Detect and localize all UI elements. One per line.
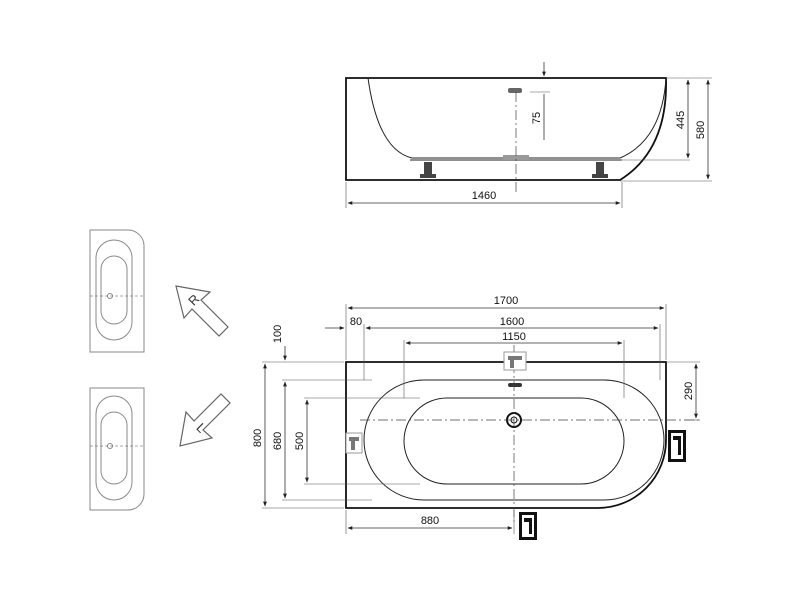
dim-680: 680 bbox=[272, 432, 284, 450]
dim-800: 800 bbox=[252, 429, 264, 447]
dim-580: 580 bbox=[695, 121, 707, 139]
top-view-rim bbox=[345, 361, 667, 509]
overflow-icon bbox=[508, 383, 522, 387]
dim-290: 290 bbox=[683, 382, 695, 400]
dim-100: 100 bbox=[272, 325, 284, 343]
dim-1700: 1700 bbox=[494, 295, 518, 307]
dim-75: 75 bbox=[531, 112, 543, 124]
dim-500: 500 bbox=[294, 432, 306, 450]
top-view: 1700 80 1600 1150 100 800 680 500 290 bbox=[252, 295, 700, 540]
arrow-left-variant-icon: L bbox=[179, 393, 231, 447]
dim-1600: 1600 bbox=[500, 316, 524, 328]
side-view: 75 445 580 1460 bbox=[345, 62, 712, 208]
faucet-left-icon bbox=[345, 432, 363, 454]
dim-445: 445 bbox=[675, 111, 687, 129]
faucet-bottom-icon bbox=[519, 512, 537, 540]
faucet-right-icon bbox=[668, 430, 686, 462]
faucet-top-icon bbox=[503, 351, 527, 371]
side-overflow bbox=[508, 88, 522, 93]
dim-880: 880 bbox=[421, 515, 439, 527]
leg-right bbox=[592, 162, 608, 178]
side-view-body bbox=[345, 77, 667, 181]
dim-1150: 1150 bbox=[502, 331, 526, 343]
dim-80: 80 bbox=[350, 316, 362, 328]
arrow-right-variant-icon: R bbox=[175, 285, 229, 337]
variant-right-thumbnail bbox=[89, 229, 145, 353]
top-view-inner bbox=[363, 379, 665, 501]
leg-left bbox=[420, 162, 436, 178]
dim-1460: 1460 bbox=[472, 190, 496, 202]
side-drain bbox=[503, 155, 529, 160]
variant-left-thumbnail bbox=[89, 387, 145, 511]
